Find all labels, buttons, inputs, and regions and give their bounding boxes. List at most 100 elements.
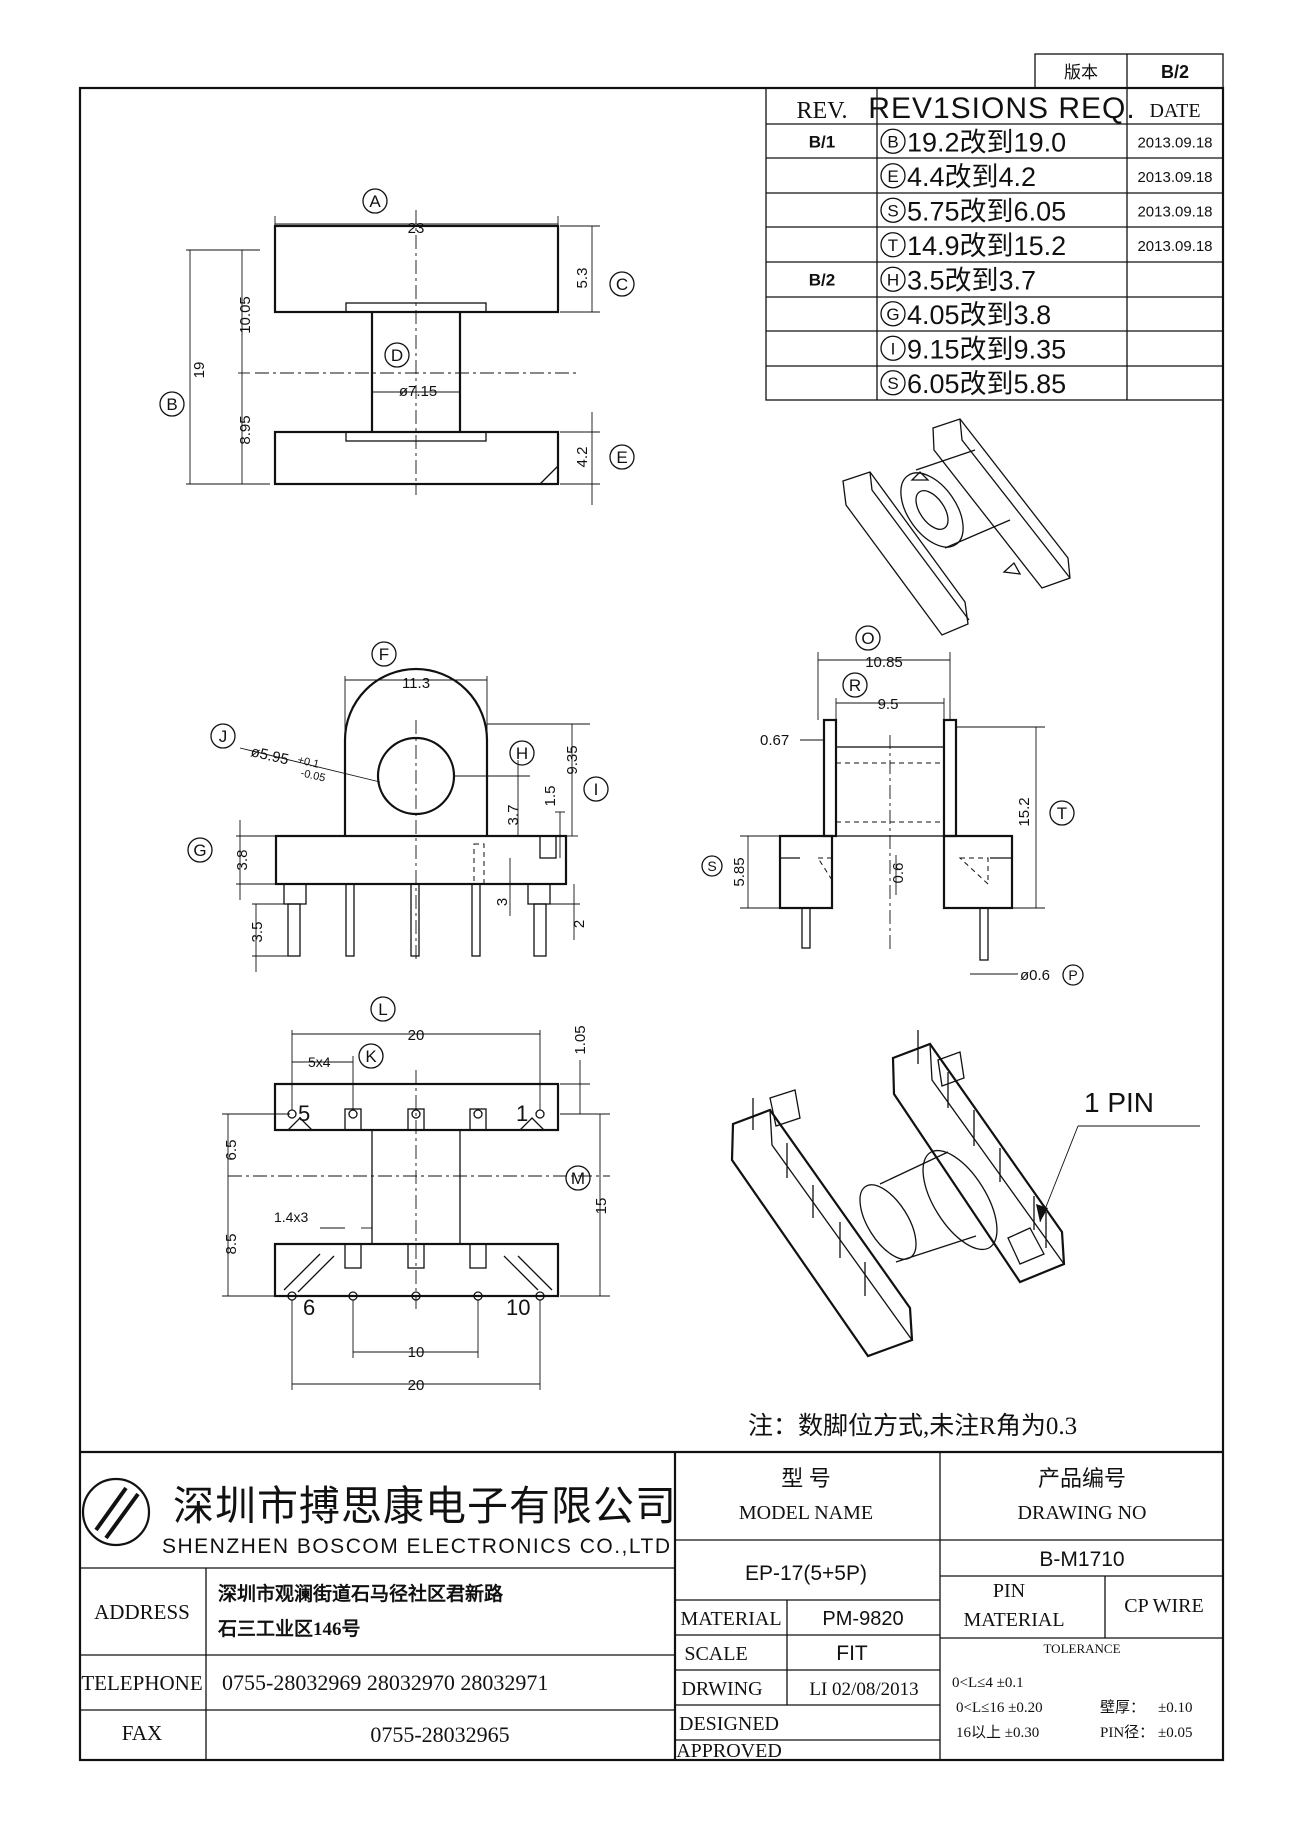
dim-d7-15: ø7.15 <box>399 383 437 400</box>
tolerance-label: TOLERANCE <box>1043 1641 1120 1656</box>
dim-10: 10 <box>408 1344 425 1361</box>
label-K: K <box>365 1047 377 1066</box>
label-P: P <box>1068 967 1077 983</box>
drwing-value: LI 02/08/2013 <box>809 1679 918 1700</box>
rev-mark: S <box>887 374 898 393</box>
iso-view-small <box>842 418 1071 636</box>
dim-3: 3 <box>494 898 511 906</box>
top-view: 23 19 10.05 8.95 5.3 4.2 ø7.15 A B C D E <box>159 188 635 505</box>
address-line2: 石三工业区146号 <box>217 1618 361 1640</box>
company-name-en: SHENZHEN BOSCOM ELECTRONICS CO.,LTD <box>162 1535 672 1558</box>
rev-header-date: DATE <box>1149 100 1200 122</box>
label-I: I <box>594 780 599 799</box>
label-E: E <box>616 448 627 467</box>
rev-code: B/2 <box>809 270 835 289</box>
dim-4-2: 4.2 <box>574 447 591 468</box>
version-box: 版本 B/2 <box>1034 53 1224 89</box>
dim-10-05: 10.05 <box>237 296 254 334</box>
dim-15: 15 <box>593 1198 610 1215</box>
dim-9-35: 9.35 <box>564 745 581 774</box>
side-view: 10.85 9.5 0.67 15.2 5.85 0.6 ø0.6 O R T … <box>701 625 1084 986</box>
rev-mark: B <box>887 132 898 151</box>
designed-label: DESIGNED <box>679 1713 779 1735</box>
label-S: S <box>707 858 716 874</box>
fax-label: FAX <box>122 1721 162 1745</box>
pin-material-label-1: PIN <box>993 1580 1025 1602</box>
rev-date: 2013.09.18 <box>1137 134 1212 151</box>
dim-9-5: 9.5 <box>878 696 899 713</box>
label-O: O <box>861 629 874 648</box>
tolerance-3: 16以上 ±0.30 <box>956 1724 1039 1741</box>
rev-mark-circle <box>880 370 906 396</box>
dim-20-bot: 20 <box>408 1377 425 1394</box>
dim-0-6: 0.6 <box>890 863 907 884</box>
telephone-label: TELEPHONE <box>81 1671 202 1695</box>
fax-value: 0755-28032965 <box>370 1722 509 1747</box>
version-value: B/2 <box>1161 62 1189 82</box>
scale-label: SCALE <box>684 1643 747 1665</box>
dim-6-5: 6.5 <box>223 1140 240 1161</box>
rev-mark-circle <box>880 197 906 223</box>
rev-header-desc: REV1SIONS REQ. <box>868 92 1135 125</box>
iso-view-large: 1 PIN <box>730 1030 1200 1358</box>
model-value: EP-17(5+5P) <box>745 1562 867 1585</box>
approved-label: APPROVED <box>676 1740 782 1762</box>
rev-description: 3.5改到3.7 <box>907 265 1036 295</box>
address-line1: 深圳市观澜街道石马径社区君新路 <box>218 1582 504 1605</box>
dim-1-05: 1.05 <box>572 1025 589 1054</box>
label-B: B <box>166 395 177 414</box>
rev-date: 2013.09.18 <box>1137 169 1212 186</box>
tol-up: +0.1 <box>296 754 320 771</box>
dim-20-top: 20 <box>408 1027 425 1044</box>
iso-label-1-pin: 1 PIN <box>1084 1087 1154 1118</box>
dim-5-3: 5.3 <box>574 268 591 289</box>
telephone-value: 0755-28032969 28032970 28032971 <box>222 1670 548 1695</box>
dim-15-2: 15.2 <box>1016 797 1033 826</box>
drawing-no-value: B-M1710 <box>1039 1548 1124 1571</box>
rev-description: 4.05改到3.8 <box>907 300 1051 330</box>
tolerance-2: 0<L≤16 ±0.20 <box>956 1700 1043 1716</box>
dim-5x4: 5x4 <box>308 1054 331 1070</box>
label-R: R <box>849 676 861 695</box>
scale-value: FIT <box>836 1642 868 1665</box>
pin-material-value: CP WIRE <box>1124 1595 1203 1617</box>
material-value: PM-9820 <box>822 1608 903 1630</box>
dim-3-5: 3.5 <box>249 922 266 943</box>
pin-1: 1 <box>516 1101 528 1126</box>
label-D: D <box>391 346 403 365</box>
label-L: L <box>378 1000 387 1019</box>
dim-10-85: 10.85 <box>865 654 903 671</box>
dim-5-85: 5.85 <box>731 857 748 886</box>
pin-6: 6 <box>303 1295 315 1320</box>
rev-date: 2013.09.18 <box>1137 238 1212 255</box>
pin-material-label-2: MATERIAL <box>963 1609 1064 1631</box>
label-G: G <box>193 841 206 860</box>
bottom-view: 5 1 6 10 20 5x4 1.05 6.5 8.5 15 1.4x3 <box>222 996 610 1394</box>
dim-23: 23 <box>408 220 425 237</box>
title-block: 深圳市搏思康电子有限公司 SHENZHEN BOSCOM ELECTRONICS… <box>80 1450 1223 1762</box>
rev-mark-circle <box>880 335 906 361</box>
rev-description: 5.75改到6.05 <box>907 196 1066 226</box>
rev-mark: G <box>886 305 899 324</box>
drawing-no-en: DRAWING NO <box>1018 1502 1147 1524</box>
wall-value: ±0.10 <box>1158 1700 1192 1716</box>
company-logo <box>81 1477 151 1547</box>
pin-5: 5 <box>298 1101 310 1126</box>
label-H: H <box>516 744 528 763</box>
rev-mark: T <box>888 236 898 255</box>
rev-mark: E <box>887 167 898 186</box>
label-A: A <box>369 192 381 211</box>
pin-dia-label: PIN径： <box>1100 1724 1154 1741</box>
dim-8-95: 8.95 <box>237 415 254 444</box>
sheet-border <box>78 86 1225 1762</box>
dim-19: 19 <box>191 362 208 379</box>
note-text: 注：数脚位方式,未注R角为0.3 <box>748 1412 1077 1440</box>
model-en: MODEL NAME <box>739 1502 873 1524</box>
label-T: T <box>1057 804 1067 823</box>
front-view: 11.3 ø5.95 +0.1 -0.05 3.7 1.5 9.35 3.8 3… <box>187 641 609 972</box>
rev-mark-circle <box>880 266 906 292</box>
dim-1-4x3: 1.4x3 <box>274 1209 308 1225</box>
tolerance-1: 0<L≤4 ±0.1 <box>952 1675 1024 1691</box>
rev-description: 9.15改到9.35 <box>907 334 1066 364</box>
